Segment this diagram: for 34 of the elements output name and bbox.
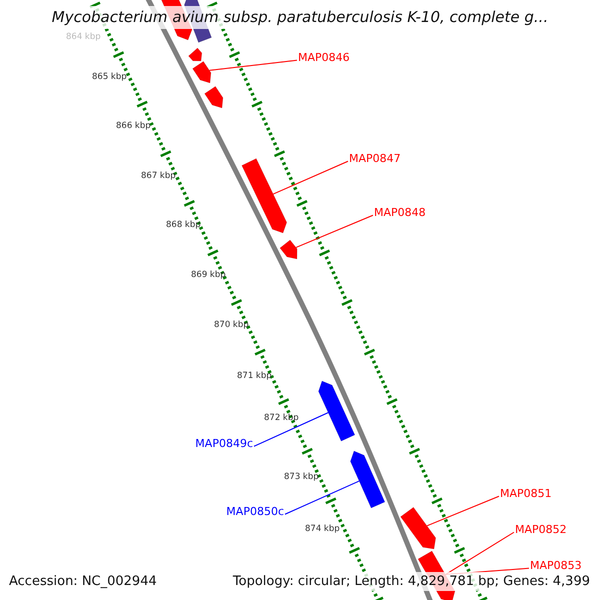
leader-line [208,60,298,71]
gene-feature [204,86,224,108]
gene-label: MAP0848 [374,207,426,218]
leader-line [272,160,348,195]
gene-label: MAP0850c [226,506,284,517]
tick-label: 871 kbp [237,372,272,380]
tick-label: 869 kbp [191,271,226,280]
tick-label: 872 kbp [264,414,299,422]
gene-label: MAP0847 [349,153,401,164]
gene-feature [242,158,287,234]
leader-line [284,480,360,515]
topology-text: Topology: circular; Length: 4,829,781 bp; Genes: 4,399 [232,572,590,591]
tick-label: 865 kbp [92,73,127,82]
tick-label: 864 kbp [66,33,101,42]
tick-label: 873 kbp [284,473,319,482]
gene-feature [318,380,356,442]
tick-label: 867 kbp [141,172,176,180]
gene-feature [400,507,436,550]
gene-label: MAP0846 [298,52,350,63]
leader-line [254,412,329,447]
tick-label: 866 kbp [116,122,151,130]
gene-label: MAP0849c [195,438,253,449]
gene-feature [188,48,202,62]
gene-feature [350,450,386,508]
gene-label: MAP0851 [500,488,552,499]
gene-label: MAP0852 [515,524,567,535]
tick-label: 870 kbp [214,321,249,330]
leader-line [296,214,374,248]
gene-feature [280,240,298,260]
gene-label: MAP0853 [530,560,582,571]
leader-line [426,496,500,526]
tick-label: 874 kbp [305,525,340,534]
tick-label: 868 kbp [166,221,201,230]
accession-text: Accession: NC_002944 [9,572,157,591]
